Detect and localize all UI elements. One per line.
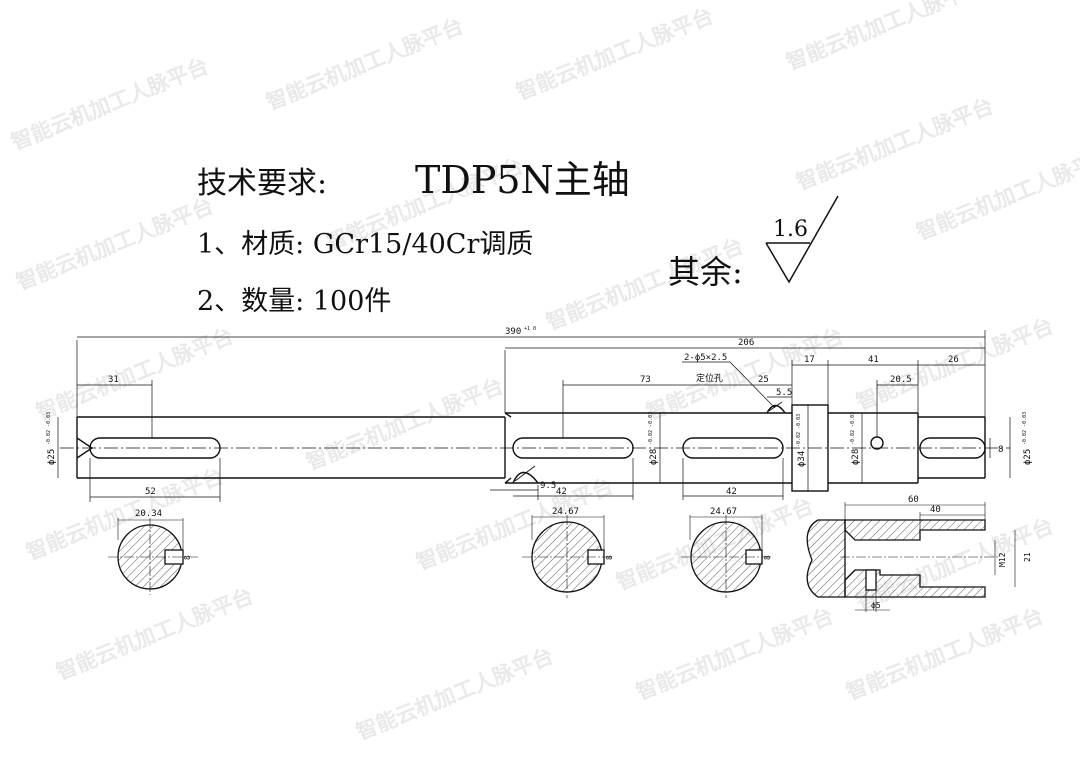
shaft-right-mid xyxy=(828,412,918,484)
dim-9-5: 9.5 xyxy=(540,481,556,491)
requirements-heading: 技术要求: xyxy=(197,166,327,201)
dim-sec1-key: 8 xyxy=(183,555,192,560)
dim-dia-right-mid-tol: -0.02 -0.03 xyxy=(850,412,856,445)
main-dimensions xyxy=(57,330,1011,502)
hatch-line xyxy=(768,401,783,412)
dim-dia-right: ϕ25 xyxy=(1023,449,1033,465)
keyway-mid xyxy=(512,437,634,459)
dim-detail-40: 40 xyxy=(930,505,941,515)
watermark-text: 智能云机加工人脉平台 xyxy=(913,144,1080,245)
detail-upper-wall xyxy=(844,519,986,541)
dim-sec3-width: 24.67 xyxy=(710,507,737,517)
roughness-symbol: 其余: 1.6 xyxy=(668,195,839,291)
watermark-text: 智能云机加工人脉平台 xyxy=(783,0,987,75)
hole-note-2: 定位孔 xyxy=(696,372,723,384)
hole-note-leader xyxy=(682,361,776,409)
keyway-mid2 xyxy=(682,437,784,459)
dim-sec3-key: 8 xyxy=(763,555,772,560)
detail-hatched-end xyxy=(806,519,846,598)
watermark-text: 智能云机加工人脉平台 xyxy=(33,324,237,425)
dim-42a: 42 xyxy=(556,487,567,497)
dim-25: 25 xyxy=(758,375,769,385)
dim-390-tol: +1 0 xyxy=(524,326,536,332)
roughness-value: 1.6 xyxy=(773,217,808,242)
watermark-text: 智能云机加工人脉平台 xyxy=(303,374,507,475)
watermark-text: 智能云机加工人脉平台 xyxy=(353,644,557,745)
dim-key-right: 8 xyxy=(998,445,1003,455)
dim-dia-mid: ϕ28 xyxy=(649,449,659,465)
dim-42b: 42 xyxy=(726,487,737,497)
dim-detail-thread: M12 xyxy=(998,552,1007,567)
dim-detail-60: 60 xyxy=(908,495,919,505)
hole-note: 2-ϕ5×2.5 xyxy=(684,353,727,363)
technical-requirements: 技术要求: TDP5N主轴 1、材质: GCr15/40Cr调质 2、数量: 1… xyxy=(197,158,630,317)
watermark-text: 智能云机加工人脉平台 xyxy=(633,604,837,705)
dim-41: 41 xyxy=(868,355,879,365)
dim-206: 206 xyxy=(738,338,754,348)
keyway-right xyxy=(919,437,986,459)
watermark-text: 智能云机加工人脉平台 xyxy=(13,194,217,295)
roughness-label: 其余: xyxy=(668,253,743,291)
watermark-text: 智能云机加工人脉平台 xyxy=(513,4,717,105)
dim-dia-mid-tol: -0.02 -0.03 xyxy=(648,412,654,445)
dim-detail-hole: ϕ5 xyxy=(871,601,881,610)
dim-dia-left-tol: -0.02 -0.03 xyxy=(46,412,52,445)
positioning-hole-top xyxy=(766,404,786,414)
dim-31: 31 xyxy=(108,375,119,385)
detail-cross-hole xyxy=(865,569,877,591)
dim-dia-left: ϕ25 xyxy=(47,449,57,465)
dim-52: 52 xyxy=(145,487,156,497)
shaft-left-section xyxy=(76,416,505,479)
keyway-left xyxy=(89,437,221,459)
roughness-check-icon xyxy=(765,195,839,284)
dim-20-5: 20.5 xyxy=(890,375,912,385)
shaft-collar xyxy=(791,404,829,492)
requirement-material: 1、材质: GCr15/40Cr调质 xyxy=(197,229,533,260)
detail-section-view: 60 40 M12 21 ϕ5 xyxy=(806,495,1032,612)
shaft-mid-section xyxy=(504,412,792,484)
requirement-quantity: 2、数量: 100件 xyxy=(197,286,391,317)
dim-sec1-width: 20.34 xyxy=(135,509,162,519)
watermark-text: 智能云机加工人脉平台 xyxy=(53,584,257,685)
section-view-3: 24.67 8 xyxy=(681,507,772,598)
hatch-line xyxy=(514,465,536,482)
dimension-labels: 390 +1 0 206 17 41 26 31 73 25 20.5 5.5 … xyxy=(46,326,1033,497)
dim-detail-21: 21 xyxy=(1023,552,1032,562)
dim-dia-collar: ϕ34 xyxy=(797,451,807,467)
dim-26: 26 xyxy=(948,355,959,365)
center-hole-left xyxy=(76,437,94,459)
dim-dia-collar-tol: -0.02 -0.03 xyxy=(796,414,802,447)
dim-dia-right-mid: ϕ28 xyxy=(851,449,861,465)
dim-dia-right-tol: -0.02 -0.03 xyxy=(1022,412,1028,445)
shaft-right-end xyxy=(917,413,986,483)
detail-lower-wall xyxy=(844,569,986,598)
watermark-text: 智能云机加工人脉平台 xyxy=(843,604,1047,705)
positioning-hole-bottom xyxy=(512,471,539,484)
watermark-text: 智能云机加工人脉平台 xyxy=(793,94,997,195)
dim-73: 73 xyxy=(640,375,651,385)
dim-5-5: 5.5 xyxy=(776,388,792,398)
shaft-main-view xyxy=(60,401,1010,492)
section-view-2: 24.67 8 xyxy=(522,507,614,598)
dim-sec2-key: 8 xyxy=(605,555,614,560)
section-view-1: 20.34 8 xyxy=(108,509,200,595)
watermark-text: 智能云机加工人脉平台 xyxy=(8,54,212,155)
watermark-text: 智能云机加工人脉平台 xyxy=(263,14,467,115)
dim-390: 390 xyxy=(505,327,521,337)
dim-17: 17 xyxy=(804,355,815,365)
drawing-title: TDP5N主轴 xyxy=(415,158,630,202)
cross-hole xyxy=(870,436,884,450)
watermark-layer: 智能云机加工人脉平台 智能云机加工人脉平台 智能云机加工人脉平台 智能云机加工人… xyxy=(8,0,1080,745)
dim-sec2-width: 24.67 xyxy=(552,507,579,517)
